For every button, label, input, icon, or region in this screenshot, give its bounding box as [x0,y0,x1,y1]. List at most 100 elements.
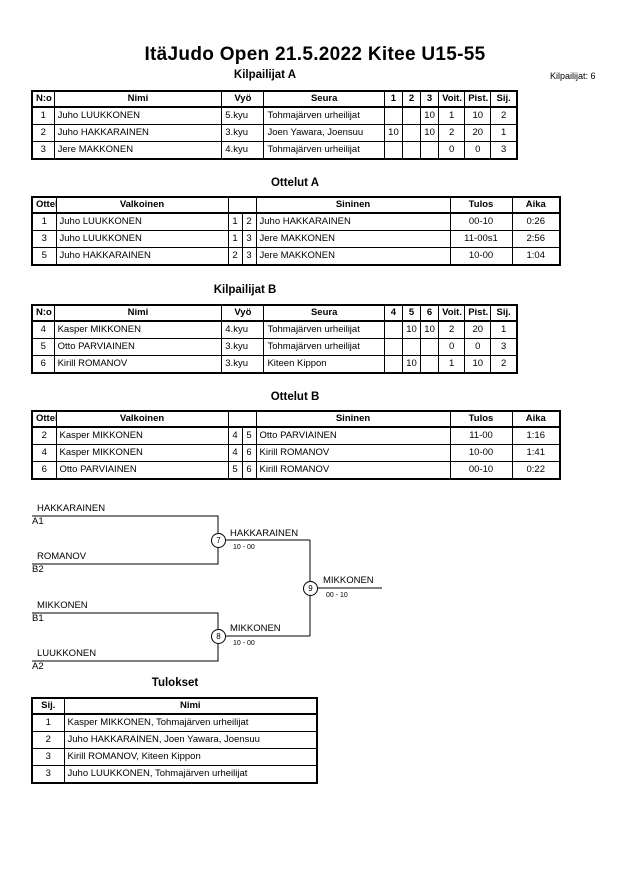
bracket-entry-name: HAKKARAINEN [37,503,106,514]
group-b-heading: Kilpailijat B [213,284,277,296]
bracket-score: 10 - 00 [233,544,255,551]
group-a-table: N:o Nimi Vyö Seura 1 2 3 Voit. Pist. Sij… [31,90,518,160]
table-row: 5 Juho HAKKARAINEN 2 3 Jere MAKKONEN 10-… [31,247,561,266]
table-row: 2 Juho HAKKARAINEN, Joen Yawara, Joensuu [31,731,318,749]
col-header: N:o [31,90,55,108]
cell: 3 [31,748,65,766]
cell: 3.kyu [221,355,265,374]
cell: 3 [490,338,518,356]
table-row: 3 Kirill ROMANOV, Kiteen Kippon [31,748,318,766]
cell: 2:56 [511,230,561,248]
bracket-score: 10 - 00 [233,640,255,647]
col-header: Sij. [31,697,65,715]
cell: 2 [31,731,65,749]
bracket-entry-name: ROMANOV [37,551,87,562]
cell: Juho HAKKARAINEN [55,247,229,266]
bracket-entry-name: MIKKONEN [37,600,88,611]
cell: Kirill ROMANOV [53,355,223,374]
col-header: Aika [511,410,561,428]
cell: Kasper MIKKONEN, Tohmajärven urheilijat [63,713,318,732]
cell: 10 [420,124,440,142]
cell: 1 [490,124,518,142]
col-header: Sij. [490,304,518,322]
group-b-table: N:o Nimi Vyö Seura 4 5 6 Voit. Pist. Sij… [31,304,518,374]
col-header: Nimi [63,697,318,715]
cell: Tohmajärven urheilijat [263,338,385,356]
cell: 5 [31,338,55,356]
col-header: 3 [420,90,440,108]
matches-b-table: Ottelu Valkoinen Sininen Tulos Aika 2 Ka… [31,410,561,480]
table-row: 3 Jere MAKKONEN 4.kyu Tohmajärven urheil… [31,141,518,160]
table-row: 1 Kasper MIKKONEN, Tohmajärven urheilija… [31,713,318,732]
cell: Joen Yawara, Joensuu [263,124,385,142]
bracket-winner-name: MIKKONEN [230,623,281,634]
matches-a-table: Ottelu Valkoinen Sininen Tulos Aika 1 Ju… [31,196,561,266]
table-row: 1 Juho LUUKKONEN 1 2 Juho HAKKARAINEN 00… [31,212,561,231]
bracket-entry-code: B2 [32,564,44,575]
table-row: 3 Juho LUUKKONEN 1 3 Jere MAKKONEN 11-00… [31,230,561,248]
col-header: Seura [263,304,385,322]
table-row: 4 Kasper MIKKONEN 4 6 Kirill ROMANOV 10-… [31,444,561,462]
col-header: Valkoinen [55,410,229,428]
col-header: Vyö [221,90,265,108]
match-number-badge: 8 [211,629,226,644]
cell: 3.kyu [221,338,265,356]
matches-a-heading: Ottelut A [270,177,320,189]
col-header: 1 [383,90,403,108]
cell: Kirill ROMANOV, Kiteen Kippon [63,748,318,766]
table-row: 6 Kirill ROMANOV 3.kyu Kiteen Kippon 10 … [31,355,518,374]
table-row: 5 Otto PARVIAINEN 3.kyu Tohmajärven urhe… [31,338,518,356]
bracket-entry-code: B1 [32,613,44,624]
cell: 3 [31,765,65,784]
cell: 2 [490,355,518,374]
cell: 3.kyu [221,124,265,142]
table-row: 3 Juho LUUKKONEN, Tohmajärven urheilijat [31,765,318,784]
cell: 0:26 [511,212,561,231]
participant-count: Kilpailijat: 6 [550,71,596,81]
cell: 3 [490,141,518,160]
results-table: Sij. Nimi 1 Kasper MIKKONEN, Tohmajärven… [31,697,318,784]
bracket-entry-code: A1 [32,516,44,527]
cell: 3 [31,141,55,160]
cell: 1:04 [511,247,561,266]
bracket-entry-name: LUUKKONEN [37,648,97,659]
col-header [227,196,242,214]
col-header: Sininen [255,410,451,428]
cell: Juho LUUKKONEN [55,230,229,248]
col-header: Voit. [438,304,466,322]
match-number-badge: 9 [303,581,318,596]
col-header: Nimi [53,90,223,108]
col-header: Aika [511,196,561,214]
cell: 0:22 [511,461,561,480]
bracket-entry-code: A2 [32,661,44,672]
cell: Tohmajärven urheilijat [263,141,385,160]
cell: Kirill ROMANOV [255,461,451,480]
table-row: 2 Juho HAKKARAINEN 3.kyu Joen Yawara, Jo… [31,124,518,142]
table-row: 6 Otto PARVIAINEN 5 6 Kirill ROMANOV 00-… [31,461,561,480]
bracket-winner-name: MIKKONEN [323,575,374,586]
col-header: 5 [401,304,422,322]
cell: 1:41 [511,444,561,462]
cell: Jere MAKKONEN [255,247,451,266]
bracket-score: 00 - 10 [326,592,348,599]
cell: Juho LUUKKONEN, Tohmajärven urheilijat [63,765,318,784]
cell: 1 [31,713,65,732]
col-header: N:o [31,304,55,322]
col-header: Sij. [490,90,518,108]
page-title: ItäJudo Open 21.5.2022 Kitee U15-55 [144,44,486,65]
match-number-badge: 7 [211,533,226,548]
matches-b-heading: Ottelut B [270,391,320,403]
table-row: 1 Juho LUUKKONEN 5.kyu Tohmajärven urhei… [31,106,518,125]
results-heading: Tulokset [151,677,199,689]
group-a-heading: Kilpailijat A [233,69,297,81]
cell: 0 [438,141,466,160]
col-header [227,410,242,428]
cell: Kiteen Kippon [263,355,385,374]
cell: 6 [31,355,55,374]
col-header: Seura [263,90,385,108]
cell: 2 [31,124,55,142]
table-row: 2 Kasper MIKKONEN 4 5 Otto PARVIAINEN 11… [31,426,561,445]
cell: Juho HAKKARAINEN, Joen Yawara, Joensuu [63,731,318,749]
cell: 4.kyu [221,141,265,160]
bracket-winner-name: HAKKARAINEN [230,528,299,539]
